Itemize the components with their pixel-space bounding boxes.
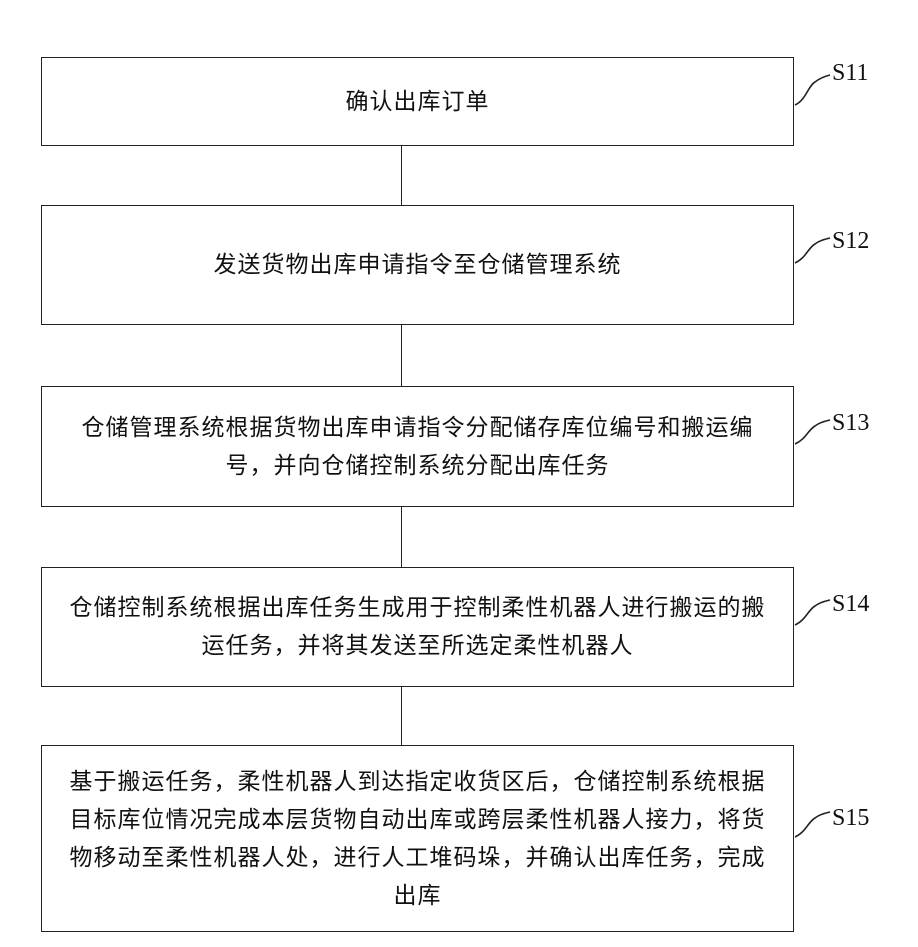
step-text-s11: 确认出库订单 — [324, 83, 512, 121]
step-text-s15: 基于搬运任务，柔性机器人到达指定收货区后，仓储控制系统根据目标库位情况完成本层货… — [42, 763, 793, 915]
step-label-s13: S13 — [832, 409, 869, 437]
connector-s14-s15 — [401, 687, 402, 745]
connector-s11-s12 — [401, 146, 402, 205]
connector-s12-s13 — [401, 325, 402, 386]
step-label-s15: S15 — [832, 804, 869, 832]
leader-line-s14 — [795, 600, 830, 625]
leader-line-s12 — [795, 238, 830, 263]
step-box-s13: 仓储管理系统根据货物出库申请指令分配储存库位编号和搬运编号，并向仓储控制系统分配… — [41, 386, 794, 507]
step-box-s11: 确认出库订单 — [41, 57, 794, 146]
step-label-s11: S11 — [832, 59, 868, 87]
step-box-s15: 基于搬运任务，柔性机器人到达指定收货区后，仓储控制系统根据目标库位情况完成本层货… — [41, 745, 794, 932]
leader-line-s15 — [795, 812, 830, 837]
leader-line-s13 — [795, 420, 830, 444]
step-label-s12: S12 — [832, 227, 869, 255]
step-text-s12: 发送货物出库申请指令至仓储管理系统 — [192, 246, 644, 284]
step-text-s14: 仓储控制系统根据出库任务生成用于控制柔性机器人进行搬运的搬运任务，并将其发送至所… — [42, 589, 793, 665]
leader-line-s11 — [795, 75, 830, 105]
step-label-s14: S14 — [832, 590, 869, 618]
connector-s13-s14 — [401, 507, 402, 567]
step-box-s12: 发送货物出库申请指令至仓储管理系统 — [41, 205, 794, 325]
step-text-s13: 仓储管理系统根据货物出库申请指令分配储存库位编号和搬运编号，并向仓储控制系统分配… — [42, 409, 793, 485]
step-box-s14: 仓储控制系统根据出库任务生成用于控制柔性机器人进行搬运的搬运任务，并将其发送至所… — [41, 567, 794, 687]
